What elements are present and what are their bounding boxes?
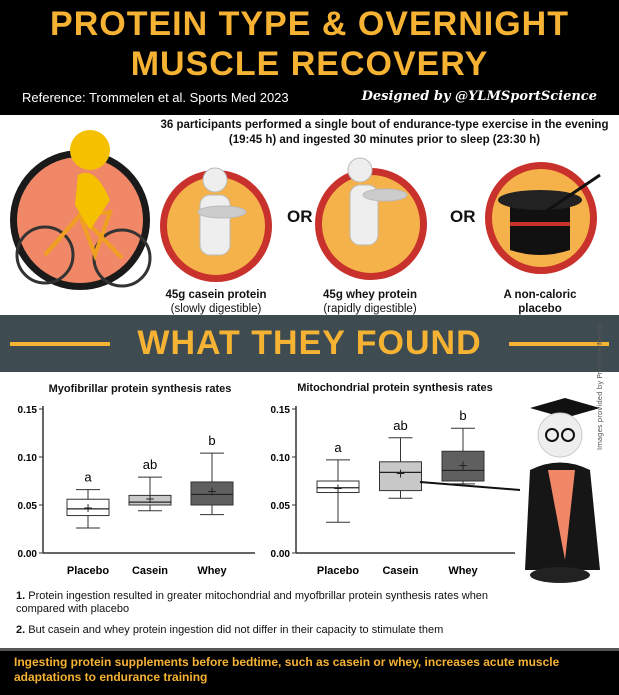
box-placebo bbox=[66, 498, 110, 517]
x-tick-label: Whey bbox=[448, 565, 478, 577]
y-tick-label: 0.00 bbox=[18, 549, 38, 560]
or-separator: OR bbox=[287, 207, 313, 226]
box-casein bbox=[379, 461, 422, 492]
or-separator: OR bbox=[450, 207, 476, 226]
mean-marker: + bbox=[395, 466, 405, 480]
finding-number: 1. bbox=[16, 590, 26, 602]
title-line-2: MUSCLE RECOVERY bbox=[130, 45, 489, 83]
condition-title: 45g casein protein bbox=[165, 289, 267, 301]
significance-letter: ab bbox=[143, 457, 157, 472]
chart-title: Myofibrillar protein synthesis rates bbox=[48, 383, 232, 395]
footer bbox=[0, 648, 619, 695]
y-tick-label: 0.05 bbox=[271, 501, 291, 512]
title-line-1: PROTEIN TYPE & OVERNIGHT bbox=[50, 5, 569, 43]
intro-text: 36 participants performed a single bout … bbox=[160, 119, 609, 146]
designer-credit: Designed by @YLMSportScience bbox=[361, 89, 597, 104]
finding-number: 2. bbox=[16, 624, 26, 636]
finding-text: But casein and whey protein ingestion di… bbox=[28, 624, 444, 636]
y-tick-label: 0.10 bbox=[18, 453, 38, 464]
box-placebo bbox=[316, 480, 360, 494]
box-whey bbox=[441, 450, 485, 482]
divider bbox=[10, 342, 110, 346]
x-tick-label: Placebo bbox=[67, 565, 109, 577]
significance-letter: a bbox=[334, 440, 342, 455]
mean-marker: + bbox=[83, 501, 93, 515]
placebo-label: A non-caloric placebo bbox=[470, 288, 610, 316]
finding-2: 2. But casein and whey protein ingestion… bbox=[16, 624, 506, 637]
significance-letter: ab bbox=[393, 418, 407, 433]
condition-title: A non-caloric bbox=[503, 289, 577, 301]
condition-sub: placebo bbox=[518, 303, 562, 315]
chart-title: Mitochondrial protein synthesis rates bbox=[297, 382, 493, 394]
mean-marker: + bbox=[333, 482, 343, 496]
x-tick-label: Placebo bbox=[317, 565, 359, 577]
header bbox=[0, 0, 619, 115]
y-tick-label: 0.00 bbox=[271, 549, 291, 560]
finding-1: 1. Protein ingestion resulted in greater… bbox=[16, 590, 506, 616]
casein-label: 45g casein protein (slowly digestible) bbox=[146, 288, 286, 316]
mean-marker: + bbox=[207, 485, 217, 499]
mean-marker: + bbox=[458, 459, 468, 473]
reference: Reference: Trommelen et al. Sports Med 2… bbox=[22, 90, 289, 105]
box-whey bbox=[190, 481, 234, 506]
condition-sub: (rapidly digestible) bbox=[323, 303, 417, 315]
y-tick-label: 0.10 bbox=[271, 453, 291, 464]
x-tick-label: Whey bbox=[197, 565, 227, 577]
y-tick-label: 0.05 bbox=[18, 501, 38, 512]
significance-letter: a bbox=[84, 470, 92, 485]
significance-letter: b bbox=[459, 408, 466, 423]
mean-marker: + bbox=[145, 492, 155, 506]
y-tick-label: 0.15 bbox=[271, 405, 291, 416]
section-title: WHAT THEY FOUND bbox=[137, 324, 482, 362]
image-credit: Images provided by PresenterMedia bbox=[596, 323, 604, 450]
finding-text: Protein ingestion resulted in greater mi… bbox=[16, 590, 489, 615]
condition-sub: (slowly digestible) bbox=[170, 303, 262, 315]
divider bbox=[509, 342, 609, 346]
condition-title: 45g whey protein bbox=[323, 289, 417, 301]
x-tick-label: Casein bbox=[132, 565, 168, 577]
y-tick-label: 0.15 bbox=[18, 405, 38, 416]
x-tick-label: Casein bbox=[382, 565, 418, 577]
box-casein bbox=[128, 494, 172, 506]
whey-label: 45g whey protein (rapidly digestible) bbox=[300, 288, 440, 316]
conclusion: Ingesting protein supplements before bed… bbox=[14, 655, 560, 684]
significance-letter: b bbox=[208, 433, 215, 448]
